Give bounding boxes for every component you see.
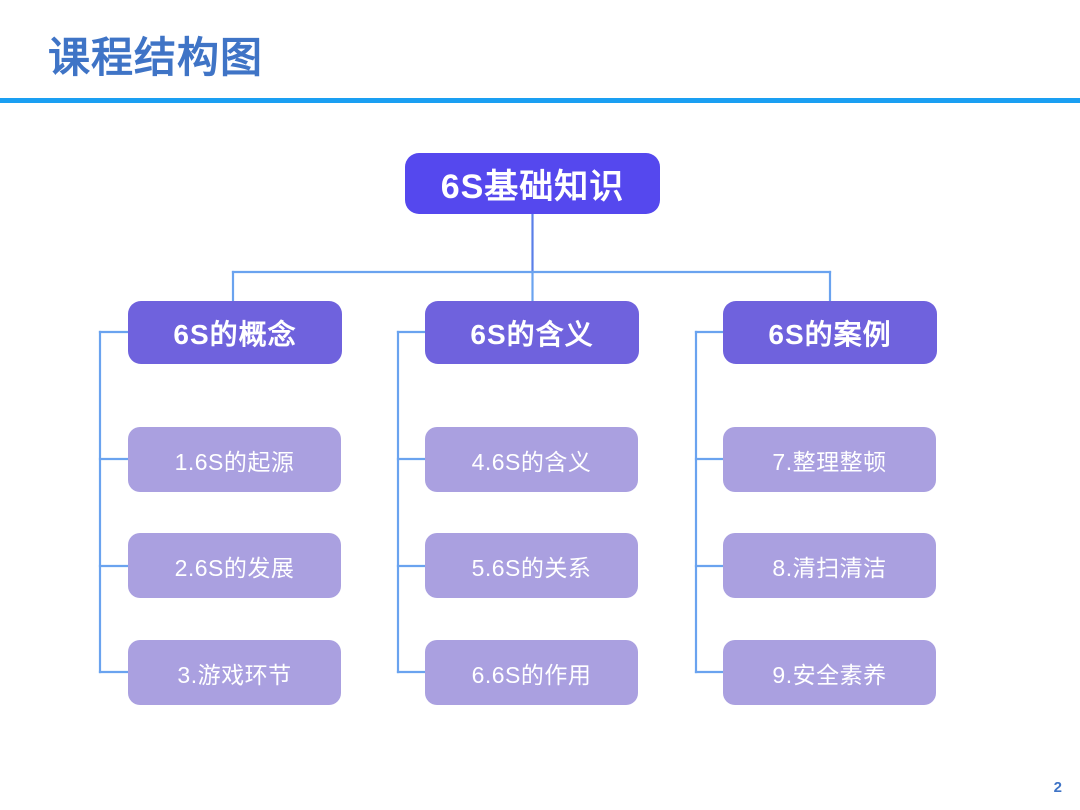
page-title: 课程结构图 [48,34,264,81]
node-root[interactable]: 6S基础知识 [405,153,660,214]
node-branch-cases[interactable]: 6S的案例 [723,301,937,364]
node-leaf-7[interactable]: 7.整理整顿 [723,427,936,492]
node-leaf-3[interactable]: 3.游戏环节 [128,640,341,705]
node-leaf-6[interactable]: 6.6S的作用 [425,640,638,705]
node-branch-meaning[interactable]: 6S的含义 [425,301,639,364]
org-chart-diagram: 6S基础知识 6S的概念 6S的含义 6S的案例 1.6S的起源 2.6S的发展… [0,105,1080,765]
node-leaf-9[interactable]: 9.安全素养 [723,640,936,705]
node-leaf-1[interactable]: 1.6S的起源 [128,427,341,492]
node-branch-concept[interactable]: 6S的概念 [128,301,342,364]
page-number: 2 [1053,779,1062,796]
node-leaf-8[interactable]: 8.清扫清洁 [723,533,936,598]
node-leaf-2[interactable]: 2.6S的发展 [128,533,341,598]
node-leaf-5[interactable]: 5.6S的关系 [425,533,638,598]
title-divider [0,98,1080,103]
node-leaf-4[interactable]: 4.6S的含义 [425,427,638,492]
